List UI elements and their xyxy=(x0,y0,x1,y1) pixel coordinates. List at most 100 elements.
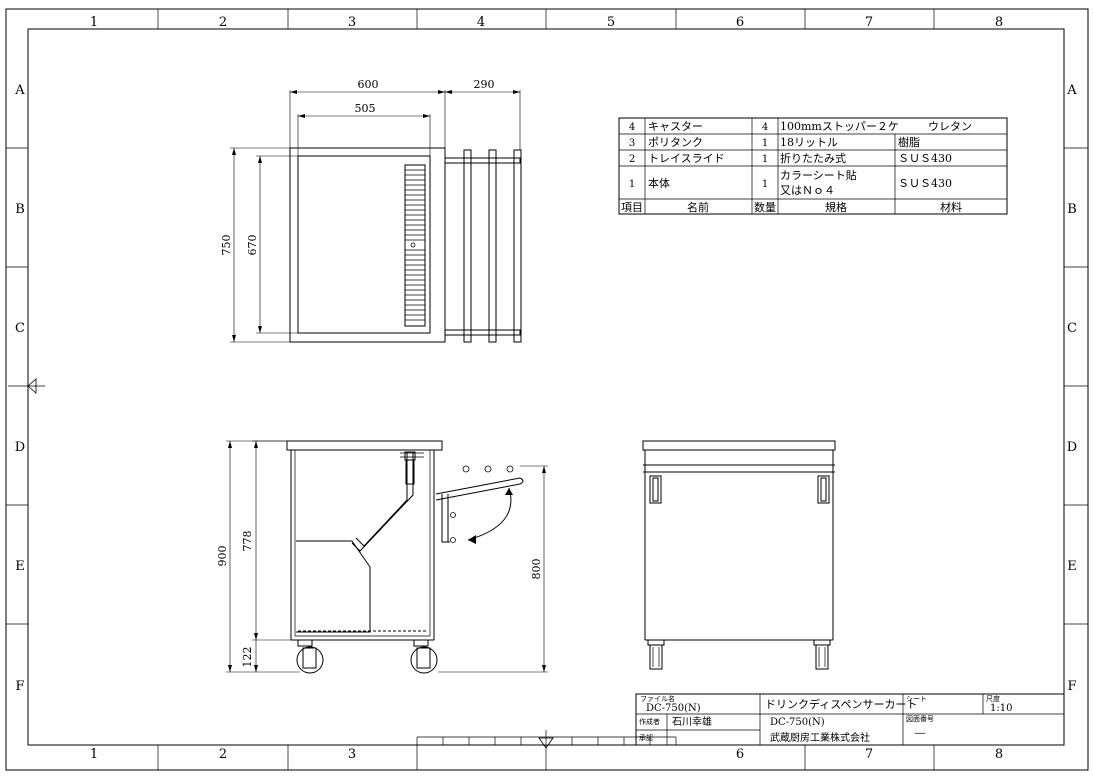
scale-value: 1:10 xyxy=(990,703,1012,714)
dim-label: 800 xyxy=(530,559,543,580)
dim-label: 290 xyxy=(474,78,495,91)
row-labels-right: A B C D E F xyxy=(1066,83,1077,694)
col-label: 6 xyxy=(736,15,744,30)
sheet-label: シート xyxy=(906,695,927,703)
folding-tray xyxy=(435,465,524,544)
part-qty: 1 xyxy=(762,179,768,190)
row-label: F xyxy=(15,679,24,694)
center-mark-left xyxy=(8,378,45,394)
part-material: ウレタン xyxy=(928,120,972,133)
dim-label: 778 xyxy=(241,531,254,552)
row-label: A xyxy=(14,83,25,98)
dim-label: 600 xyxy=(358,78,379,91)
col-label: 1 xyxy=(90,747,98,762)
parts-table xyxy=(618,117,1008,215)
row-label: D xyxy=(15,440,25,455)
row-label: F xyxy=(1067,679,1076,694)
row-label: C xyxy=(15,321,25,336)
top-view-dimensions xyxy=(230,90,521,343)
side-view xyxy=(286,440,524,674)
title-block xyxy=(635,693,1065,746)
col-label: 6 xyxy=(736,747,744,762)
dim-label: 900 xyxy=(216,546,229,567)
row-label: C xyxy=(1067,321,1077,336)
row-label: E xyxy=(15,559,25,574)
part-spec: 100mmストッパー２ケ xyxy=(780,120,899,133)
part-qty: 1 xyxy=(762,138,768,149)
front-view xyxy=(642,440,836,670)
part-material: 樹脂 xyxy=(898,135,920,149)
approval-label: 承認 xyxy=(639,733,653,742)
outer-frame xyxy=(5,8,1089,771)
file-value: DC-750(N) xyxy=(646,703,701,714)
table-header-item: 項目 xyxy=(621,201,643,214)
side-view-dimensions xyxy=(226,440,548,673)
parts-table-text: 4 キャスター 4 100mmストッパー２ケ ウレタン 3 ポリタンク 1 18… xyxy=(621,120,972,214)
part-spec: 又はＮｏ４ xyxy=(780,184,835,197)
center-mark-bottom xyxy=(538,730,554,770)
table-header-name: 名前 xyxy=(687,200,709,214)
column-labels-bottom: 1 2 3 6 7 8 xyxy=(90,747,1003,762)
file-label: ファイル名 xyxy=(640,694,675,703)
side-caster-left xyxy=(296,639,324,674)
part-spec: 18リットル xyxy=(780,136,838,149)
column-labels-top: 1 2 3 4 5 6 7 8 xyxy=(90,15,1003,30)
top-view xyxy=(289,147,522,343)
row-ticks xyxy=(6,147,1088,625)
company-name: 武蔵厨房工業株式会社 xyxy=(770,731,870,744)
part-name: ポリタンク xyxy=(648,136,703,149)
part-spec: 折りたたみ式 xyxy=(780,151,846,165)
dim-label: 750 xyxy=(220,235,233,256)
part-item: 2 xyxy=(629,154,635,165)
part-material: ＳＵＳ430 xyxy=(898,177,952,190)
col-label: 3 xyxy=(348,747,356,762)
model-number: DC-750(N) xyxy=(770,717,825,728)
col-label: 1 xyxy=(90,15,98,30)
col-label: 5 xyxy=(607,15,615,30)
drawing-title: ドリンクディスペンサーカート xyxy=(765,697,917,711)
col-label: 3 xyxy=(348,15,356,30)
author-label: 作成者 xyxy=(639,717,660,726)
title-block-text: ファイル名 DC-750(N) ドリンクディスペンサーカート シート 尺度 1:… xyxy=(639,694,1012,744)
part-item: 4 xyxy=(629,122,635,133)
col-label: 8 xyxy=(995,747,1003,762)
part-name: 本体 xyxy=(648,176,670,190)
dim-label: 670 xyxy=(246,235,259,256)
drawing-number-label: 図面番号 xyxy=(906,715,934,723)
col-label: 2 xyxy=(219,15,227,30)
column-ticks xyxy=(157,9,935,770)
col-label: 2 xyxy=(219,747,227,762)
row-labels-left: A B C D E F xyxy=(14,83,25,694)
scale-label: 尺度 xyxy=(986,694,1000,703)
side-caster-right xyxy=(410,639,438,674)
part-name: キャスター xyxy=(648,120,703,133)
front-caster-right xyxy=(813,639,831,670)
col-label: 7 xyxy=(865,15,873,30)
row-label: D xyxy=(1067,440,1077,455)
row-label: E xyxy=(1067,559,1077,574)
row-label: B xyxy=(15,202,25,217)
part-material: ＳＵＳ430 xyxy=(898,152,952,165)
row-label: B xyxy=(1067,202,1077,217)
louver-slats xyxy=(405,169,425,321)
row-label: A xyxy=(1066,83,1077,98)
col-label: 4 xyxy=(477,15,485,30)
part-item: 3 xyxy=(629,138,635,149)
table-header-spec: 規格 xyxy=(825,200,847,214)
author-value: 石川幸雄 xyxy=(672,715,712,728)
top-view-dim-labels: 600 505 290 750 670 xyxy=(220,78,495,256)
part-item: 1 xyxy=(629,179,635,190)
drawing-number-value: ― xyxy=(915,728,925,739)
part-spec: カラーシート貼 xyxy=(780,168,857,182)
col-label: 7 xyxy=(865,747,873,762)
part-qty: 1 xyxy=(762,154,768,165)
table-header-material: 材料 xyxy=(940,200,962,214)
dim-label: 505 xyxy=(355,102,376,115)
dim-label: 122 xyxy=(241,647,254,668)
front-caster-left xyxy=(647,639,665,670)
part-qty: 4 xyxy=(762,122,768,133)
col-label: 8 xyxy=(995,15,1003,30)
bottom-tick-strip xyxy=(416,736,677,745)
